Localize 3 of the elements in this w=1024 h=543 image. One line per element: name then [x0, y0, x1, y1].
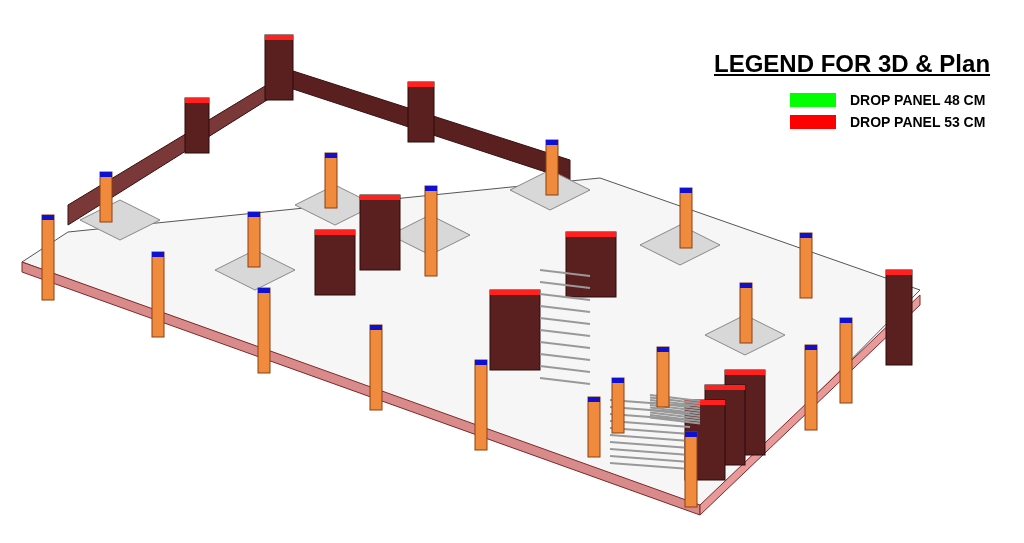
legend-text: DROP PANEL 48 CM — [850, 92, 986, 108]
legend-text: DROP PANEL 53 CM — [850, 114, 986, 130]
legend-heading: LEGEND FOR 3D & Plan — [714, 50, 991, 78]
